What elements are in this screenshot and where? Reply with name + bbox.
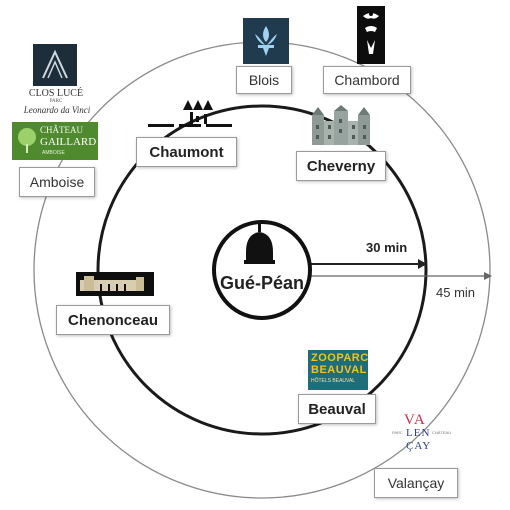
blois-logo xyxy=(243,18,289,64)
salamander-icon xyxy=(363,12,379,54)
destination-beauval[interactable]: Beauval xyxy=(298,394,376,424)
tree-icon xyxy=(18,128,36,153)
ring-label-45min: 45 min xyxy=(436,285,476,300)
destination-cheverny[interactable]: Cheverny xyxy=(296,151,386,181)
center-circle xyxy=(212,220,312,320)
destination-chenonceau[interactable]: Chenonceau xyxy=(56,305,170,335)
destination-chaumont[interactable]: Chaumont xyxy=(136,137,237,167)
ring-label-30min: 30 min xyxy=(366,240,408,255)
valencay-logo-side-right: CHÂTEAU xyxy=(432,430,452,435)
chateau-gaillard-line1: CHÂTEAU xyxy=(40,125,83,135)
chateau-gaillard-line2: GAILLARD xyxy=(40,136,97,148)
chaumont-logo-icon xyxy=(148,100,232,127)
destination-amboise[interactable]: Amboise xyxy=(19,167,95,197)
valencay-logo-side-left: PARC xyxy=(392,430,403,435)
zooparc-line2: BEAUVAL xyxy=(311,364,367,376)
chateau-gaillard-line3: AMBOISE xyxy=(42,150,65,156)
fleur-de-lis-icon xyxy=(255,26,277,56)
destination-blois[interactable]: Blois xyxy=(236,66,292,94)
valencay-logo-line3: ÇAY xyxy=(406,440,432,452)
valencay-logo-line1: VA xyxy=(404,412,426,428)
clos-luce-parc: PARC xyxy=(49,99,63,104)
chenonceau-chateau-icon xyxy=(76,272,154,296)
clos-luce-title: CLOS LUCÉ xyxy=(28,88,84,99)
clos-luce-subtitle: Leonardo da Vinci xyxy=(23,105,91,115)
valencay-logo: VA LEN ÇAY PARC CHÂTEAU xyxy=(392,412,452,464)
valencay-logo-line2: LEN xyxy=(406,427,431,439)
arrowhead-30min xyxy=(418,259,427,269)
zooparc-line1: ZOOPARC xyxy=(311,352,369,364)
clos-luce-monogram-icon xyxy=(42,49,68,79)
destination-valencay[interactable]: Valançay xyxy=(374,468,458,498)
zooparc-line3: HÔTELS BEAUVAL xyxy=(311,378,356,384)
center-name: Gué-Péan xyxy=(219,273,305,293)
destination-chambord[interactable]: Chambord xyxy=(323,66,411,94)
cheverny-chateau-icon xyxy=(312,105,370,145)
zooparc-beauval-logo: ZOOPARC BEAUVAL HÔTELS BEAUVAL xyxy=(308,350,368,390)
castle-tower-icon xyxy=(244,222,275,264)
chambord-logo xyxy=(357,6,385,64)
clos-luce-emblem xyxy=(33,44,77,86)
inner-ring-30min xyxy=(96,104,428,436)
arrowhead-45min xyxy=(484,272,492,280)
chateau-gaillard-logo: CHÂTEAU GAILLARD AMBOISE xyxy=(12,122,98,160)
